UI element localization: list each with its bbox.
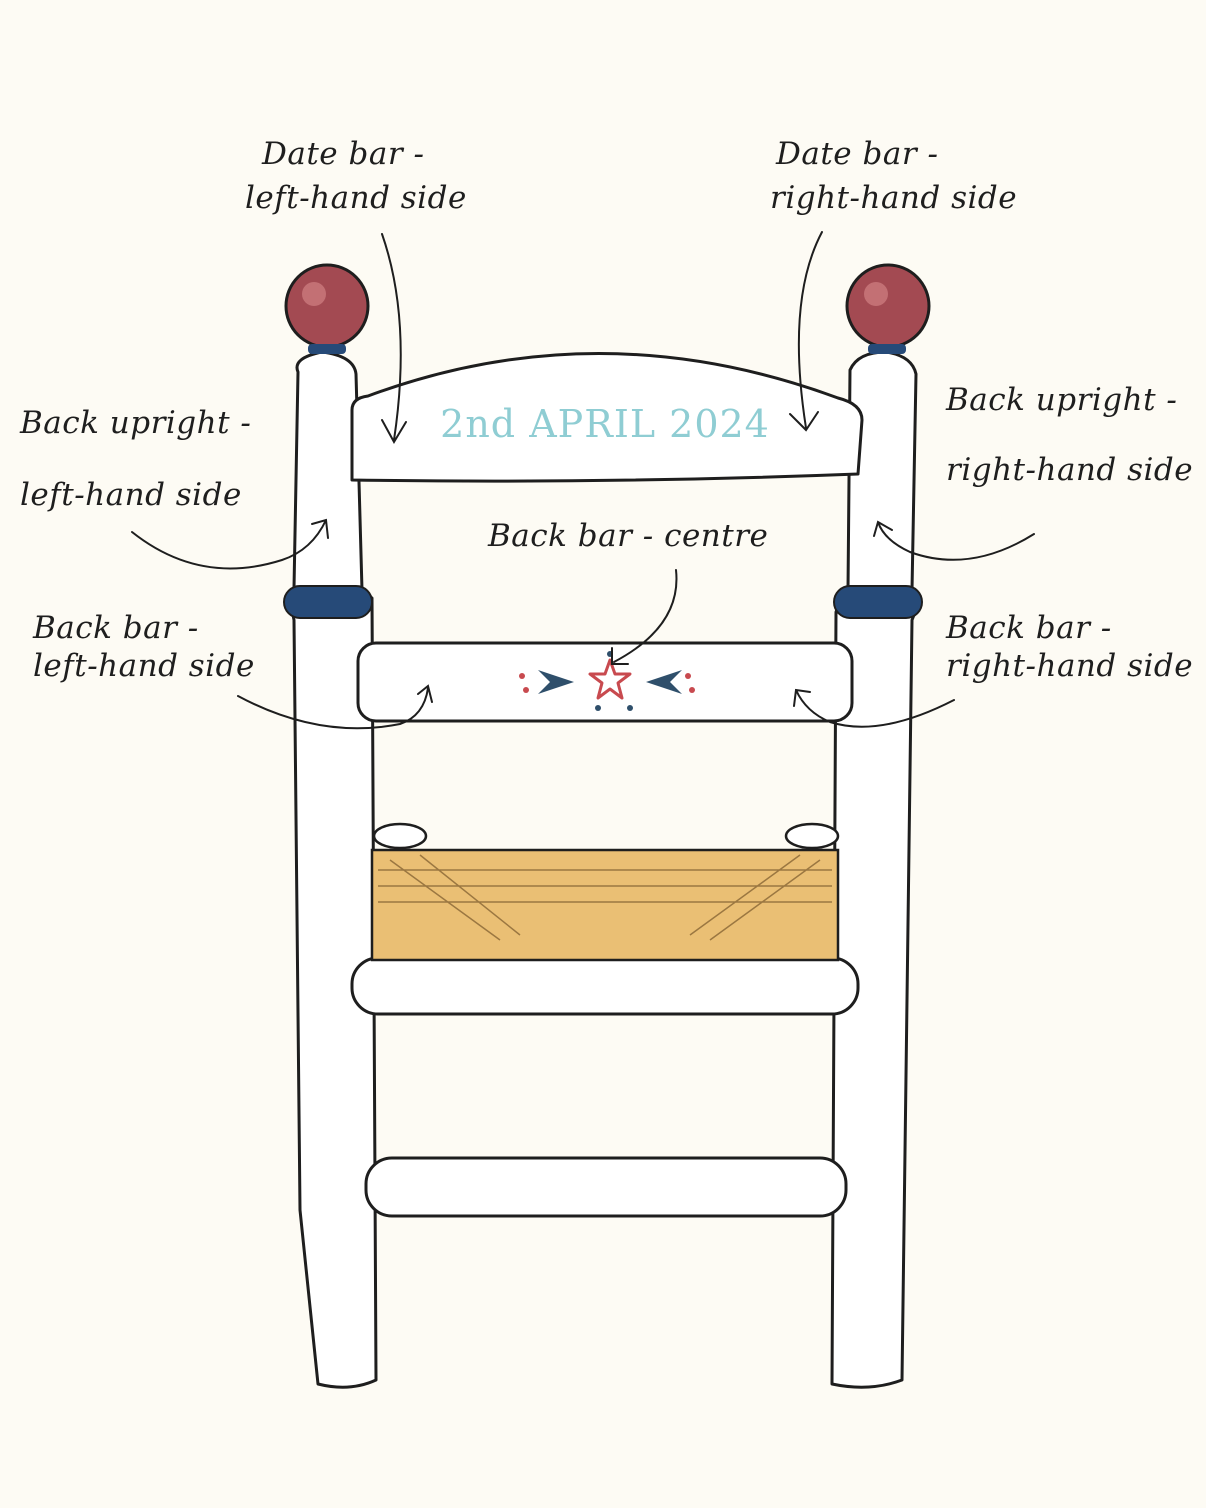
arrow-date-bar-right	[789, 231, 823, 432]
arrow-back-upright-right	[873, 520, 1035, 561]
label-back-bar-left-line2: left-hand side	[33, 648, 255, 684]
rush-seat	[370, 822, 840, 962]
label-date-bar-left-line2: left-hand side	[245, 180, 467, 216]
label-back-bar-right-line1: Back bar -	[946, 610, 1112, 646]
arrow-back-bar-right	[793, 688, 955, 728]
seat-front-rail	[350, 956, 860, 1016]
knob-right	[845, 263, 931, 349]
arrow-back-bar-centre	[611, 569, 678, 665]
ring-right	[833, 585, 923, 619]
label-back-upright-right-line1: Back upright -	[946, 382, 1178, 418]
lower-rung	[364, 1156, 848, 1218]
back-bar	[356, 641, 854, 723]
label-back-bar-centre: Back bar - centre	[488, 518, 769, 554]
label-date-bar-right-line1: Date bar -	[776, 136, 939, 172]
label-back-upright-left-line1: Back upright -	[20, 405, 252, 441]
arrow-back-upright-left	[131, 518, 329, 570]
label-back-upright-left-line2: left-hand side	[20, 477, 242, 513]
date-bar	[350, 352, 864, 483]
arrow-back-bar-left	[237, 684, 433, 730]
label-date-bar-right-line2: right-hand side	[770, 180, 1018, 216]
arrow-date-bar-left	[381, 233, 407, 445]
back-upright-left	[288, 350, 378, 1389]
knob-left	[284, 263, 370, 349]
label-back-upright-right-line2: right-hand side	[946, 452, 1194, 488]
label-back-bar-left-line1: Back bar -	[33, 610, 199, 646]
label-date-bar-left-line1: Date bar -	[262, 136, 425, 172]
ring-left	[283, 585, 373, 619]
label-back-bar-right-line2: right-hand side	[946, 648, 1194, 684]
date-bar-text: 2nd APRIL 2024	[440, 402, 770, 446]
back-upright-right	[830, 350, 922, 1389]
